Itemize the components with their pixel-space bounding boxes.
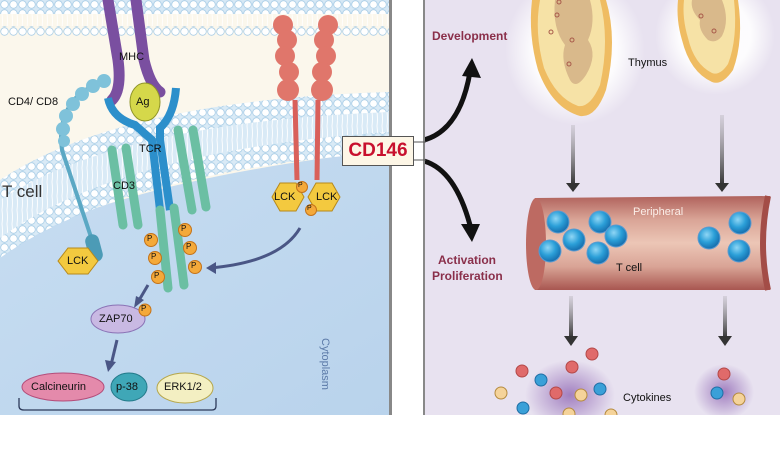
phospho-label: P [154, 271, 160, 280]
phospho-label: P [298, 182, 303, 189]
calcineurin-label: Calcineurin [31, 381, 87, 393]
thymus-right-lobe [655, 0, 775, 95]
antigen-label: Ag [136, 96, 150, 108]
mhc-label: MHC [119, 51, 145, 63]
lck-label-left: LCK [67, 255, 89, 267]
phospho-group-cd3 [144, 223, 202, 284]
tcr-label: TCR [139, 143, 162, 155]
development-arrow [424, 71, 473, 143]
phospho-label: P [307, 205, 312, 212]
thymus-right-down-arrow [720, 115, 724, 185]
thymus-label: Thymus [628, 57, 668, 69]
peripheral-label: Peripheral [633, 206, 684, 218]
calcineurin-ellipse [21, 372, 105, 402]
effectors-bracket [18, 398, 217, 411]
zap70-label: ZAP70 [99, 313, 133, 325]
proliferation-label: Proliferation [432, 269, 503, 283]
lck-to-cd3-arrow [209, 227, 302, 270]
cytoplasm-region [0, 150, 390, 415]
cytokines-right-cluster [694, 364, 754, 415]
activation-arrow [424, 158, 473, 226]
p38-ellipse [110, 372, 148, 402]
cd3-complex [107, 125, 211, 293]
cytoplasm-label: Cytoplasm [319, 338, 331, 390]
cd146-dimer [271, 15, 341, 216]
cd4-cd8-label: CD4/ CD8 [8, 96, 59, 108]
mhc-molecule [102, 0, 166, 106]
tcell-cluster [538, 210, 752, 265]
lck-label-dimer-a: LCK [274, 191, 296, 203]
activation-label: Activation [438, 253, 497, 267]
thymus-left-lobe [505, 0, 645, 125]
cd4-cd8-coreceptor [56, 74, 111, 262]
phospho-label: P [186, 242, 192, 251]
cytokines-left-cluster [494, 347, 618, 415]
peripheral-vessel [526, 195, 771, 291]
cytokines-label: Cytokines [623, 392, 672, 404]
phospho-label: P [151, 252, 157, 261]
lck-label-dimer-b: LCK [316, 191, 338, 203]
zap70-ellipse [90, 304, 146, 334]
right-panel [424, 0, 780, 415]
phospho-label: P [147, 234, 153, 243]
erk-label: ERK1/2 [164, 381, 202, 393]
phospho-label: P [191, 261, 197, 270]
thymus-left-down-arrow [571, 125, 575, 185]
vessel-right-down-arrow [723, 296, 727, 338]
phospho-label: P [181, 224, 187, 233]
zap70-phospho [138, 303, 152, 317]
tcell-label: T cell [2, 182, 43, 201]
left-panel [0, 0, 390, 415]
p38-label: p-38 [116, 381, 139, 393]
antigen-blob [129, 82, 161, 122]
erk-ellipse [156, 372, 214, 404]
left-panel-border [389, 0, 392, 415]
tcr-receptor [104, 87, 180, 211]
lck-hexagon-left [57, 247, 99, 275]
vessel-left-down-arrow [569, 296, 573, 338]
zap70-to-effectors-arrow [109, 339, 119, 366]
phospho-label: P [141, 304, 147, 313]
vessel-tcell-label: T cell [616, 262, 643, 274]
development-label: Development [432, 29, 508, 43]
cd3-label: CD3 [113, 180, 136, 192]
cd146-label-box: CD146 [342, 136, 414, 166]
right-panel-border [423, 0, 425, 415]
